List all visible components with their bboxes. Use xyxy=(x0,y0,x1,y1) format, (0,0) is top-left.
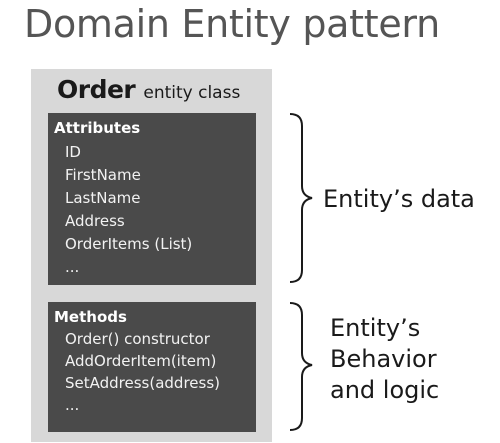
method-item: AddOrderItem(item) xyxy=(65,352,217,370)
behavior-brace xyxy=(289,302,313,431)
methods-heading: Methods xyxy=(54,308,127,326)
behavior-label-line: Entity’s xyxy=(330,314,421,342)
attribute-item: LastName xyxy=(65,189,141,207)
entity-class-box: Order entity class Attributes ID FirstNa… xyxy=(31,69,272,442)
method-item: Order() constructor xyxy=(65,330,210,348)
methods-panel: Methods Order() constructor AddOrderItem… xyxy=(48,302,256,432)
behavior-label-line: and logic xyxy=(330,376,440,404)
attributes-heading: Attributes xyxy=(54,119,141,137)
attribute-item: FirstName xyxy=(65,166,141,184)
attribute-item: OrderItems (List) xyxy=(65,235,193,253)
behavior-label-line: Behavior xyxy=(330,345,437,373)
page-title: Domain Entity pattern xyxy=(24,2,440,46)
entity-data-label: Entity’s data xyxy=(323,185,475,213)
attributes-panel: Attributes ID FirstName LastName Address… xyxy=(48,113,256,285)
methods-list: Order() constructor AddOrderItem(item) S… xyxy=(65,328,220,416)
method-item: SetAddress(address) xyxy=(65,374,221,392)
attribute-item: Address xyxy=(65,212,125,230)
data-brace xyxy=(289,113,313,283)
entity-name: Order xyxy=(57,75,136,104)
attribute-item: ID xyxy=(65,143,81,161)
method-item: ... xyxy=(65,396,80,414)
attribute-item: ... xyxy=(65,258,80,276)
entity-subtitle: entity class xyxy=(143,83,241,103)
entity-behavior-label: Entity’s Behavior and logic xyxy=(330,313,439,406)
entity-header: Order entity class xyxy=(57,75,240,104)
attributes-list: ID FirstName LastName Address OrderItems… xyxy=(65,141,192,279)
